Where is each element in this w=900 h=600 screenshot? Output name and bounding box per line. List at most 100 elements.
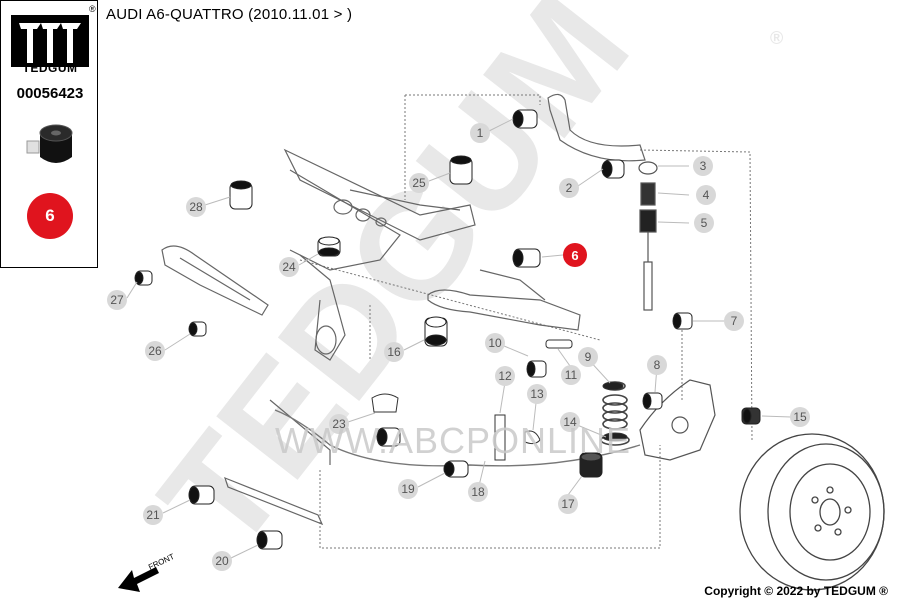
callout-circle (485, 333, 505, 353)
callout-label: 19 (401, 482, 415, 496)
lower-control-arm (427, 269, 581, 331)
bushing-27[interactable] (134, 270, 153, 286)
spring-seat-9[interactable] (602, 381, 624, 391)
callout-label: 11 (565, 368, 578, 382)
callout-5[interactable]: 5 (694, 213, 714, 233)
callout-9[interactable]: 9 (578, 347, 598, 367)
callout-label: 2 (566, 181, 573, 195)
copyright-notice: Copyright © 2022 by TEDGUM ® (704, 584, 888, 598)
callout-26[interactable]: 26 (145, 341, 165, 361)
lateral-link (224, 476, 324, 526)
callout-14[interactable]: 14 (560, 412, 580, 432)
trademark-symbol: ® (89, 4, 96, 14)
bushing-19[interactable] (443, 460, 469, 478)
callout-circle (560, 412, 580, 432)
callout-label: 25 (412, 176, 426, 190)
bushing-16[interactable] (424, 316, 448, 347)
callout-7[interactable]: 7 (724, 311, 744, 331)
bushing-26[interactable] (188, 321, 207, 337)
callout-label: 9 (585, 350, 592, 364)
spring-pad-14[interactable] (602, 432, 628, 442)
callout-13[interactable]: 13 (527, 384, 547, 404)
callout-17[interactable]: 17 (558, 494, 578, 514)
callout-21[interactable]: 21 (143, 505, 163, 525)
callout-circle (212, 551, 232, 571)
callout-circle (694, 213, 714, 233)
callout-circle (696, 185, 716, 205)
wheel-knuckle (639, 379, 716, 461)
callout-label: 28 (189, 200, 203, 214)
callout-circle (790, 407, 810, 427)
callout-6-highlighted[interactable]: 6 (541, 243, 587, 267)
brand-name: TEDGUM (22, 61, 78, 75)
callout-19[interactable]: 19 (398, 479, 418, 499)
bushing-15[interactable] (741, 407, 761, 425)
callout-label: 21 (146, 508, 160, 522)
bushing-7[interactable] (672, 312, 693, 330)
callout-label: 26 (148, 344, 162, 358)
callout-16[interactable]: 16 (384, 342, 404, 362)
callout-1[interactable]: 1 (470, 123, 490, 143)
callout-6-label: 6 (571, 248, 578, 263)
bushing-1[interactable] (512, 109, 538, 129)
selected-position-badge[interactable]: 6 (27, 193, 73, 239)
callout-label: 7 (731, 314, 738, 328)
bushing-24[interactable] (317, 236, 341, 257)
stabilizer-bar (274, 409, 641, 467)
callout-group (126, 118, 792, 559)
clamp-23[interactable] (371, 393, 399, 413)
bushing-28[interactable] (229, 180, 253, 210)
callout-20[interactable]: 20 (212, 551, 232, 571)
callout-12[interactable]: 12 (495, 366, 515, 386)
callout-18[interactable]: 18 (468, 482, 488, 502)
callout-label: 10 (488, 336, 502, 350)
bushing-17[interactable] (579, 452, 603, 478)
callout-circle (578, 347, 598, 367)
callout-label: 18 (471, 485, 485, 499)
callout-label: 24 (282, 260, 296, 274)
callout-27[interactable]: 27 (107, 290, 127, 310)
part-info-panel: ® TEDGUM 00056423 6 (0, 0, 98, 268)
bolt-11[interactable] (545, 339, 573, 349)
callout-15[interactable]: 15 (790, 407, 810, 427)
bushing-10[interactable] (526, 360, 547, 378)
bushing-8[interactable] (642, 392, 663, 410)
callout-11[interactable]: 11 (561, 365, 581, 385)
callout-circle (559, 178, 579, 198)
callout-23[interactable]: 23 (329, 414, 349, 434)
callout-circle (409, 173, 429, 193)
callout-10[interactable]: 10 (485, 333, 505, 353)
callout-24[interactable]: 24 (279, 257, 299, 277)
bushing-23[interactable] (376, 427, 401, 447)
link-12[interactable] (494, 414, 506, 461)
trailing-bracket (161, 245, 269, 316)
bushing-25[interactable] (449, 155, 473, 185)
bushing-2[interactable] (601, 159, 625, 179)
callout-4[interactable]: 4 (696, 185, 716, 205)
assembly-outlines (299, 94, 753, 549)
callout-label: 13 (530, 387, 544, 401)
callout-25[interactable]: 25 (409, 173, 429, 193)
callout-circle (398, 479, 418, 499)
vehicle-title: AUDI A6-QUATTRO (2010.11.01 > ) (106, 6, 353, 23)
callout-3[interactable]: 3 (693, 156, 713, 176)
bushing-21[interactable] (188, 485, 215, 505)
small-parts (371, 339, 628, 461)
clip-13[interactable] (524, 430, 541, 445)
bushing-6[interactable] (512, 248, 541, 268)
bushing-20[interactable] (256, 530, 283, 550)
part-number: 00056423 (16, 85, 84, 102)
shock-absorber (638, 161, 658, 311)
callout-label: 12 (498, 369, 512, 383)
callout-circle (145, 341, 165, 361)
callout-2[interactable]: 2 (559, 178, 579, 198)
callout-circle (561, 365, 581, 385)
front-label: FRONT (147, 552, 176, 572)
callout-8[interactable]: 8 (647, 355, 667, 375)
callout-28[interactable]: 28 (186, 197, 206, 217)
watermark-registered-mark: ® (770, 28, 783, 48)
tedgum-logo-icon (11, 15, 89, 67)
callout-label: 3 (700, 159, 707, 173)
